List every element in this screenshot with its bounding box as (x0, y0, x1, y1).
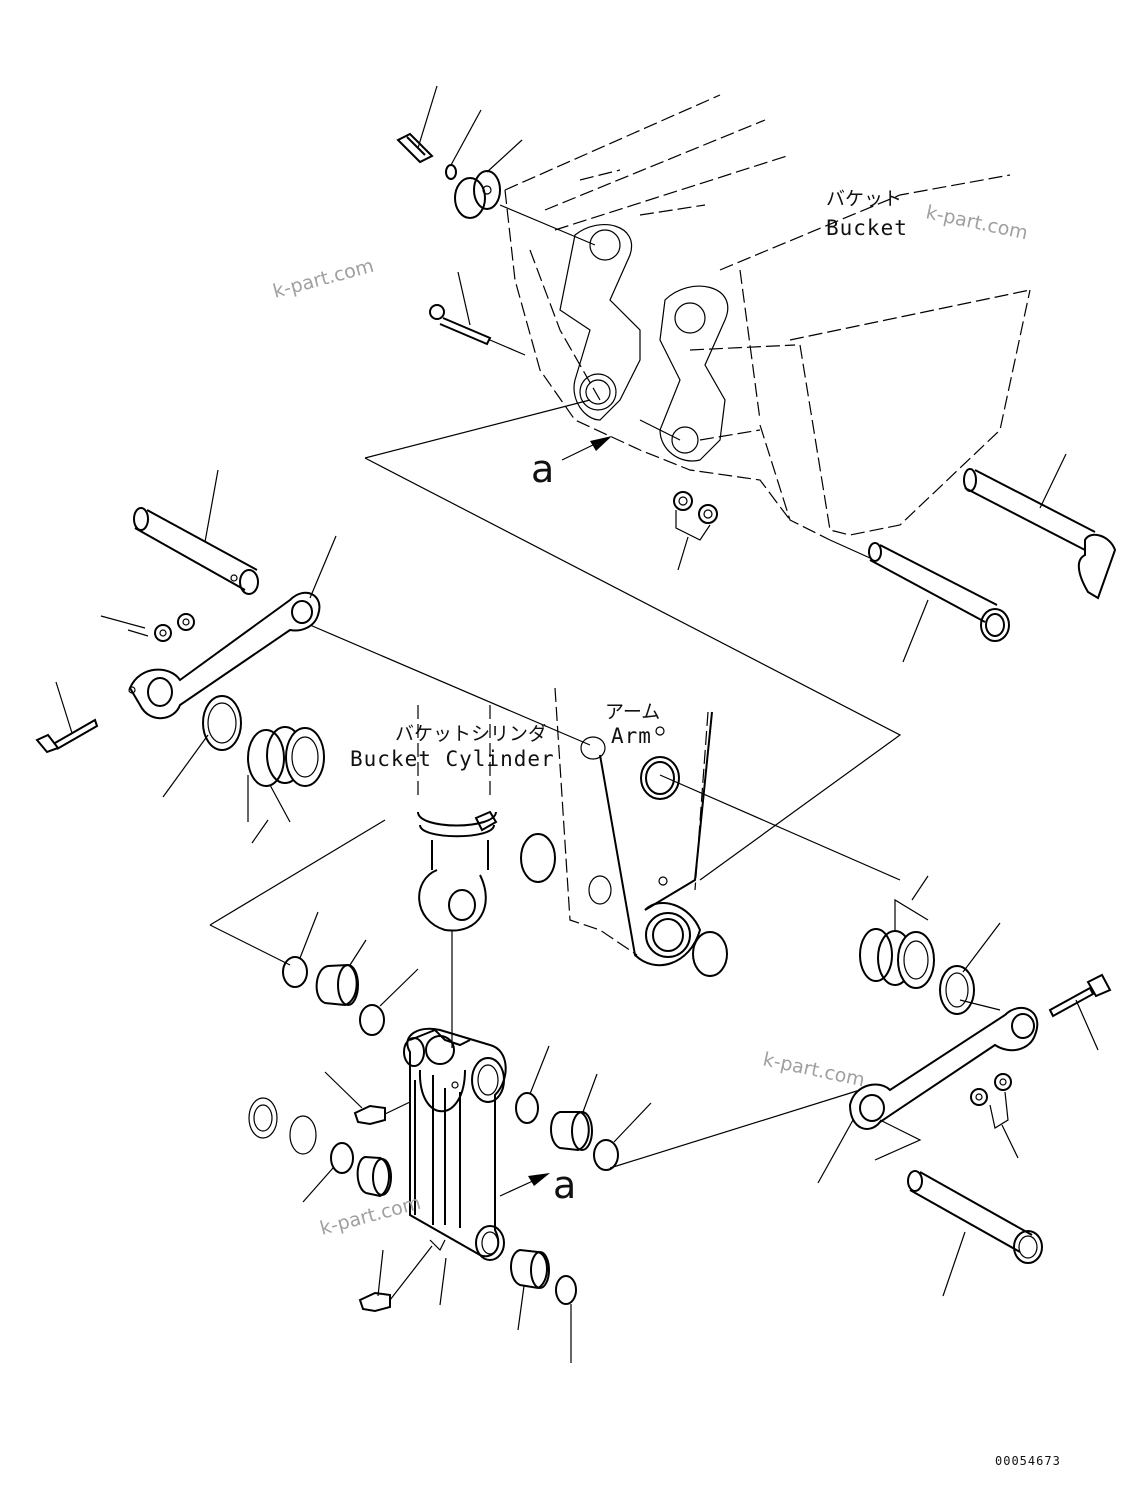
grease-fitting-lower (358, 1245, 447, 1313)
arm-label-en: Arm (611, 724, 652, 748)
arm-label-jp: アーム (605, 701, 660, 723)
grease-fitting-upper (324, 1071, 411, 1126)
bucket-cylinder (417, 705, 498, 1048)
top-washer (445, 109, 482, 180)
snap-ring-1 (282, 911, 319, 988)
alignment-lines (209, 399, 1001, 1169)
snap-ring-5 (593, 1102, 652, 1171)
left-washer (162, 695, 242, 798)
left-link (128, 535, 337, 720)
view-a-arrow-top: a (531, 436, 612, 491)
bucket-bolt (429, 271, 526, 356)
top-spacer (454, 139, 596, 246)
right-bolt (1048, 973, 1112, 1051)
left-nuts (100, 613, 195, 642)
cylinder-label-jp: バケットシリンダ (395, 723, 547, 745)
washer-lower-1 (248, 1097, 278, 1139)
view-a-label-top: a (531, 447, 554, 491)
watermark-2: k-part.com (924, 201, 1030, 244)
right-pin-bottom (907, 1170, 1043, 1297)
right-nuts (970, 1073, 1019, 1159)
arm-oring-left (520, 833, 556, 883)
bucket-pin-lower (829, 539, 1010, 663)
left-pin-top (133, 469, 259, 595)
drawing-code: 00054673 (995, 1454, 1061, 1468)
left-shims (247, 726, 325, 844)
bushing-3 (550, 1073, 598, 1152)
snap-ring-3 (302, 1142, 354, 1203)
arm (554, 687, 713, 967)
watermark-3: k-part.com (761, 1048, 867, 1091)
left-bolt (35, 681, 99, 754)
view-a-arrow-bottom: a (499, 1163, 576, 1207)
right-shims (859, 875, 935, 989)
cylinder-label-en: Bucket Cylinder (350, 747, 555, 771)
view-a-label-bottom: a (553, 1163, 576, 1207)
snap-ring-6 (555, 1275, 577, 1363)
arm-oring-bottom (692, 931, 728, 977)
bucket-label-en: Bucket (826, 216, 908, 240)
top-bolt (396, 85, 438, 164)
bucket-pin-upper-right (963, 453, 1117, 600)
bucket-nuts (673, 491, 718, 571)
bucket-outline (504, 94, 1031, 541)
bushing-4 (510, 1248, 550, 1331)
bushing-2 (356, 1155, 392, 1198)
watermark-4: k-part.com (318, 1192, 424, 1240)
right-link (817, 1006, 1039, 1184)
washer-lower-2 (289, 1115, 317, 1155)
bucket-label-jp: バケット (826, 188, 902, 210)
snap-ring-2 (359, 968, 419, 1036)
h-link (403, 1027, 507, 1261)
bushing-1 (315, 939, 367, 1007)
right-washer (939, 922, 1001, 1015)
watermark-1: k-part.com (271, 255, 377, 303)
snap-ring-4 (515, 1045, 550, 1124)
